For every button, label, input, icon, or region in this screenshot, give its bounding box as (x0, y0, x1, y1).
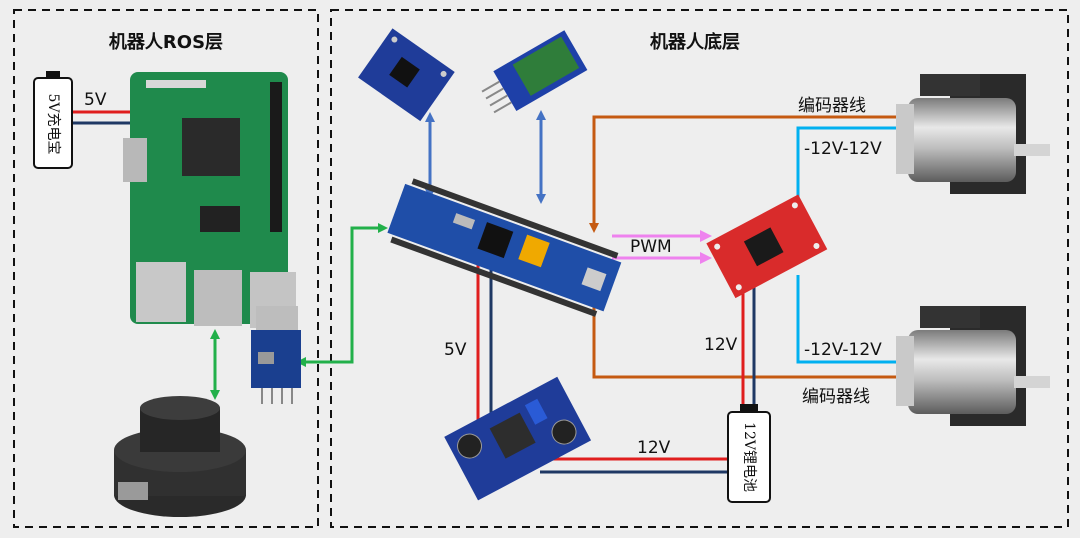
powerbank-5v: 5V充电宝 (33, 71, 73, 169)
buck-regulator (444, 376, 592, 501)
raspberry-pi-board (123, 72, 296, 328)
encoder-wire-top (589, 115, 900, 233)
battery-12v: 12V锂电池 (727, 404, 771, 503)
motor-driver-board (706, 194, 828, 299)
regulator-5v-label: 5V (444, 340, 467, 360)
base-layer-title: 机器人底层 (650, 31, 740, 53)
bluetooth-module (481, 30, 588, 114)
base-layer-frame (330, 9, 1069, 528)
motor-top (896, 74, 1050, 194)
usb-stm32-arrow (296, 223, 388, 367)
motor-wire-bottom (796, 275, 902, 364)
usb-ttl-module (251, 306, 301, 404)
regulator-12v-label: 12V (637, 438, 671, 458)
ros-layer-title: 机器人ROS层 (109, 32, 223, 53)
pwm-label: PWM (630, 237, 672, 257)
lidar-sensor (114, 396, 246, 517)
driver-12v-label: 12V (704, 335, 738, 355)
powerbank-voltage-label: 5V (84, 90, 107, 110)
imu-module (358, 28, 455, 122)
battery-12v-label: 12V锂电池 (741, 422, 757, 492)
motor-voltage-bottom: -12V-12V (804, 340, 882, 360)
motor-wire-top (796, 126, 902, 214)
encoder-label-bottom: 编码器线 (802, 387, 870, 407)
stm32-board (387, 178, 622, 317)
powerbank-label: 5V充电宝 (45, 93, 61, 154)
motor-bottom (896, 306, 1050, 426)
motor-voltage-top: -12V-12V (804, 139, 882, 159)
encoder-label-top: 编码器线 (798, 96, 866, 116)
